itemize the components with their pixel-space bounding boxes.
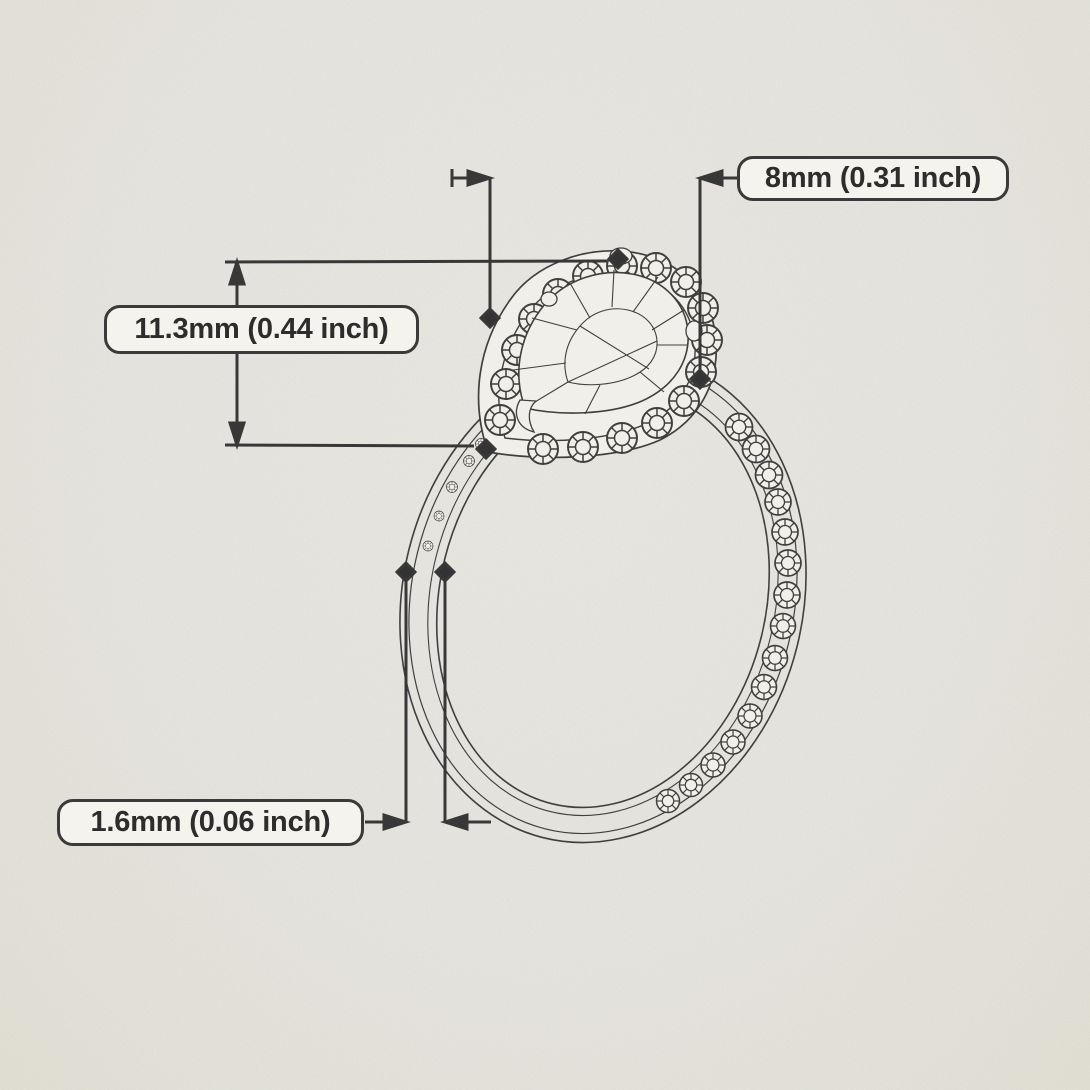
width-arrow-left: [466, 168, 495, 188]
prong-upper-left: [540, 291, 558, 307]
center-stone-facets: [512, 269, 688, 415]
dimension-band: [365, 561, 491, 832]
height-dimension-label: 11.3mm (0.44 inch): [104, 305, 419, 354]
height-arrow-up: [227, 257, 247, 286]
height-arrow-down: [227, 421, 247, 450]
width-dimension-label: 8mm (0.31 inch): [737, 156, 1009, 201]
band-arrow-left: [382, 812, 411, 832]
center-stone-table: [564, 308, 658, 386]
height-extension-top: [224, 259, 608, 264]
prong-right: [685, 320, 703, 342]
band-thickness-dimension-label: 1.6mm (0.06 inch): [57, 799, 364, 846]
height-extension-bottom: [224, 443, 475, 448]
center-stone-outline: [518, 271, 689, 414]
prong-claw-bottom: [515, 399, 538, 434]
dimension-width: [450, 168, 739, 390]
